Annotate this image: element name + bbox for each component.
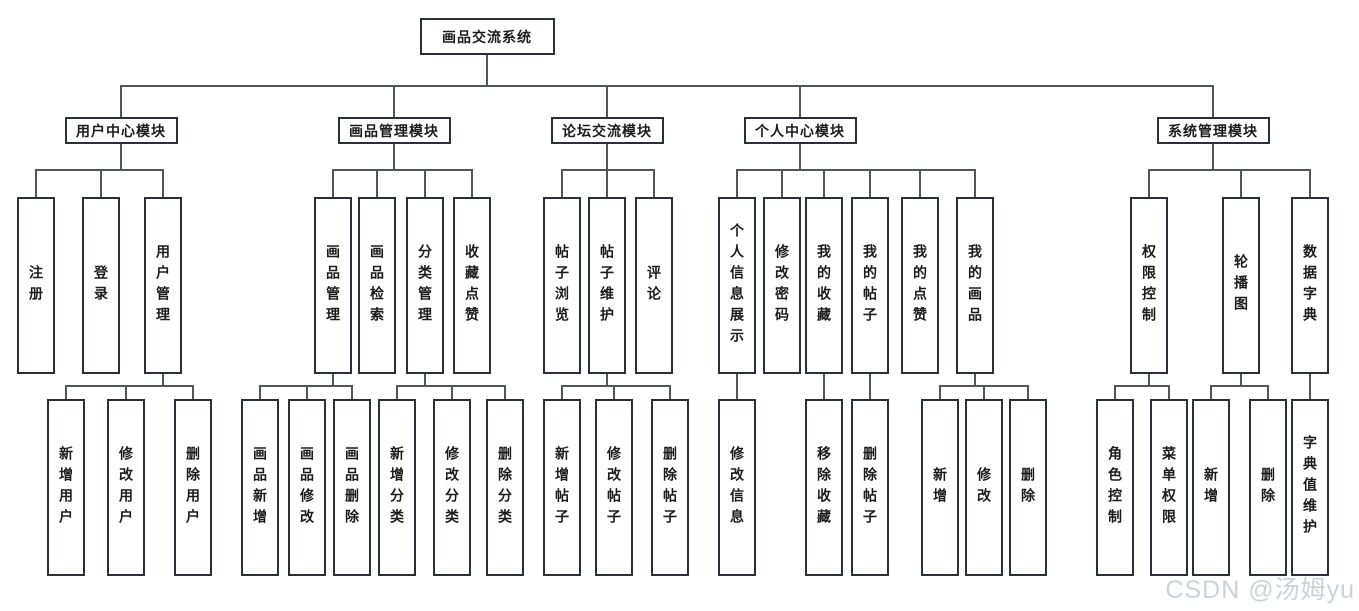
diagram-node: 角色控制	[1096, 399, 1134, 576]
diagram-node: 分类管理	[406, 197, 444, 374]
node-label: 画品管理模块	[349, 122, 439, 139]
diagram-node: 删除帖子	[851, 399, 889, 576]
node-label: 帖子维护	[599, 243, 615, 328]
diagram-node: 删除帖子	[651, 399, 689, 576]
diagram-node: 个人中心模块	[743, 117, 857, 144]
diagram-node: 画品管理	[314, 197, 352, 374]
node-label: 新增用户	[58, 445, 74, 530]
node-label: 轮播图	[1233, 254, 1249, 317]
watermark: CSDN @汤姆yu	[1165, 576, 1355, 604]
node-label: 画品管理	[325, 243, 341, 328]
node-label: 论坛交流模块	[562, 122, 652, 139]
node-label: 评论	[646, 264, 662, 307]
diagram-node: 修改用户	[107, 399, 145, 576]
diagram-node: 收藏点赞	[453, 197, 491, 374]
diagram-node: 新增分类	[378, 399, 416, 576]
diagram-node: 修改信息	[718, 399, 756, 576]
node-label: 字典值维护	[1302, 435, 1318, 540]
diagram-node: 画品管理模块	[337, 117, 451, 144]
diagram-node: 修改密码	[763, 197, 801, 374]
node-label: 收藏点赞	[464, 243, 480, 328]
node-label: 帖子浏览	[554, 243, 570, 328]
node-label: 画品删除	[344, 445, 360, 530]
node-label: 修改信息	[729, 445, 745, 530]
node-label: 菜单权限	[1161, 445, 1177, 530]
node-label: 新增分类	[389, 445, 405, 530]
node-label: 删除帖子	[862, 445, 878, 530]
node-label: 权限控制	[1141, 243, 1157, 328]
diagram-node: 画品新增	[241, 399, 279, 576]
node-label: 角色控制	[1107, 445, 1123, 530]
diagram-node: 修改帖子	[595, 399, 633, 576]
diagram-node: 新增用户	[47, 399, 85, 576]
node-label: 删除	[1260, 466, 1276, 509]
node-label: 画品修改	[299, 445, 315, 530]
diagram-node: 我的画品	[956, 197, 994, 374]
node-label: 用户中心模块	[76, 122, 166, 139]
diagram-node: 修改	[965, 399, 1003, 576]
node-label: 我的画品	[967, 243, 983, 328]
node-label: 我的帖子	[862, 243, 878, 328]
node-label: 新增帖子	[554, 445, 570, 530]
diagram-node: 菜单权限	[1150, 399, 1188, 576]
node-label: 移除收藏	[816, 445, 832, 530]
diagram-node: 画品检索	[358, 197, 396, 374]
node-label: 分类管理	[417, 243, 433, 328]
diagram-node: 登录	[82, 197, 120, 374]
diagram-node: 删除分类	[486, 399, 524, 576]
node-label: 画品检索	[369, 243, 385, 328]
diagram-node: 论坛交流模块	[550, 117, 664, 144]
diagram-node: 用户管理	[144, 197, 182, 374]
diagram-node: 帖子维护	[588, 197, 626, 374]
diagram-node: 数据字典	[1291, 197, 1329, 374]
diagram-node: 我的收藏	[805, 197, 843, 374]
diagram-node: 画品交流系统	[419, 18, 555, 55]
node-label: 删除帖子	[662, 445, 678, 530]
node-label: 画品交流系统	[442, 28, 532, 45]
node-label: 用户管理	[155, 243, 171, 328]
node-label: 删除	[1020, 466, 1036, 509]
diagram-node: 帖子浏览	[543, 197, 581, 374]
diagram-node: 删除	[1009, 399, 1047, 576]
diagram-node: 新增	[1192, 399, 1230, 576]
node-label: 个人信息展示	[729, 222, 745, 349]
diagram-node: 画品删除	[333, 399, 371, 576]
node-label: 删除分类	[497, 445, 513, 530]
node-label: 个人中心模块	[755, 122, 845, 139]
node-label: 修改用户	[118, 445, 134, 530]
node-label: 删除用户	[185, 445, 201, 530]
diagram-node: 我的点赞	[901, 197, 939, 374]
node-label: 数据字典	[1302, 243, 1318, 328]
node-label: 修改	[976, 466, 992, 509]
diagram-node: 我的帖子	[851, 197, 889, 374]
diagram-node: 轮播图	[1222, 197, 1260, 374]
node-label: 修改分类	[444, 445, 460, 530]
diagram-node: 移除收藏	[805, 399, 843, 576]
node-label: 我的收藏	[816, 243, 832, 328]
node-label: 注册	[28, 264, 44, 307]
diagram-node: 新增	[921, 399, 959, 576]
diagram-node: 新增帖子	[543, 399, 581, 576]
diagram-node: 删除	[1249, 399, 1287, 576]
diagram-node: 修改分类	[433, 399, 471, 576]
node-label: 新增	[932, 466, 948, 509]
diagram-node: 用户中心模块	[64, 117, 178, 144]
diagram-node: 权限控制	[1130, 197, 1168, 374]
node-label: 修改帖子	[606, 445, 622, 530]
node-label: 系统管理模块	[1168, 122, 1258, 139]
node-label: 新增	[1203, 466, 1219, 509]
node-label: 画品新增	[252, 445, 268, 530]
diagram-node: 删除用户	[174, 399, 212, 576]
diagram-node: 注册	[17, 197, 55, 374]
node-label: 修改密码	[774, 243, 790, 328]
diagram-node: 系统管理模块	[1156, 117, 1270, 144]
diagram-node: 字典值维护	[1291, 399, 1329, 576]
node-label: 登录	[93, 264, 109, 307]
diagram-node: 评论	[635, 197, 673, 374]
node-label: 我的点赞	[912, 243, 928, 328]
diagram-node: 画品修改	[288, 399, 326, 576]
diagram-node: 个人信息展示	[718, 197, 756, 374]
